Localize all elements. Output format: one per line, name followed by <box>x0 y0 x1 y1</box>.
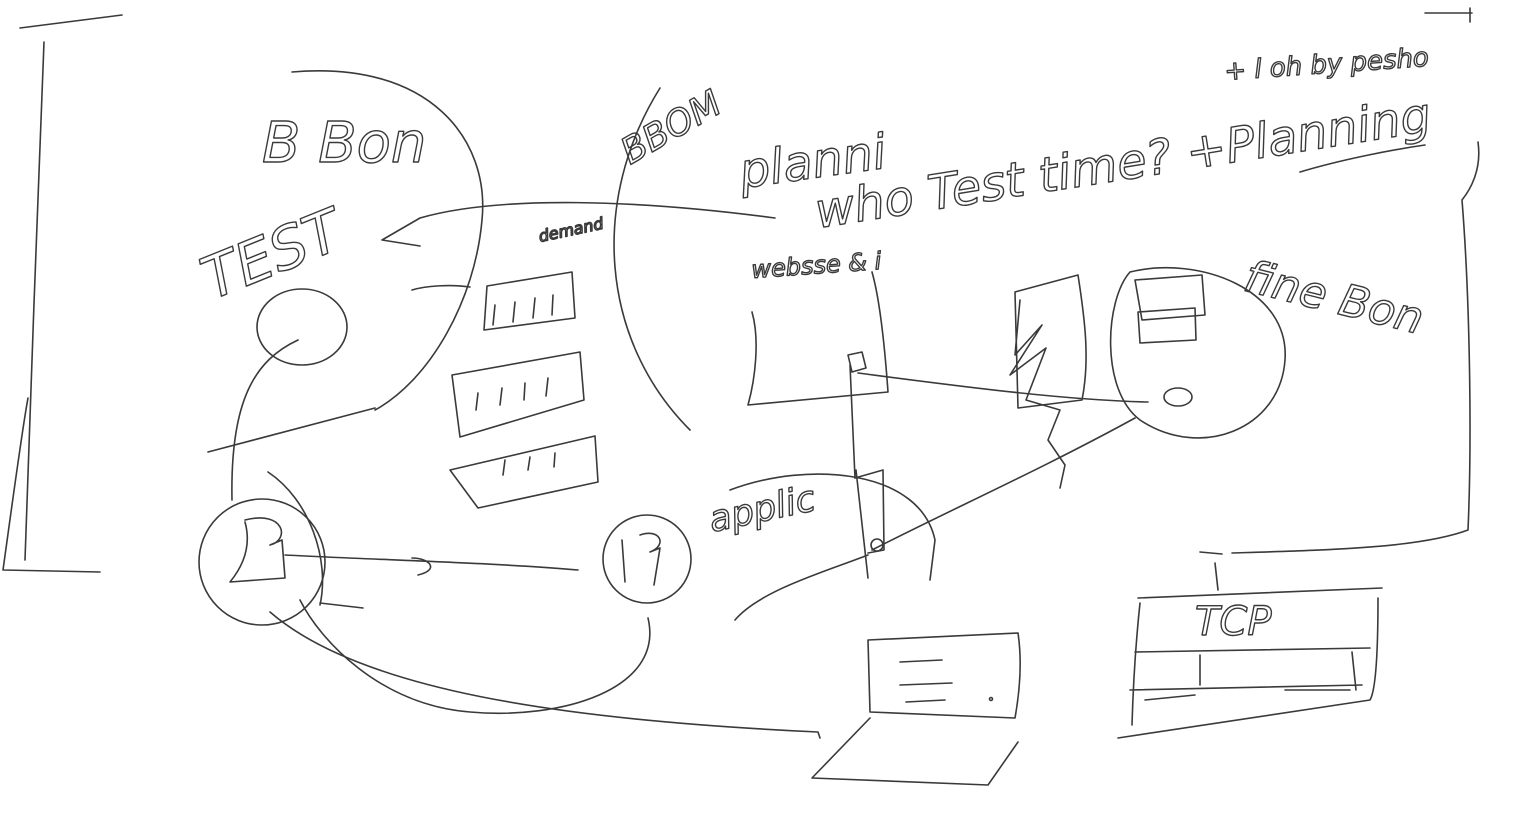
bottom-curve-2 <box>269 611 821 739</box>
label-bbom: BBOM <box>614 83 729 173</box>
laptop-base <box>811 717 1019 786</box>
label-websse: websse & i <box>750 247 882 284</box>
applic-region <box>729 473 936 621</box>
fine-bon-to-applic-line <box>871 417 1136 551</box>
middle-node-glyph <box>621 532 661 586</box>
sketch-strokes <box>2 7 1480 786</box>
bottom-curve-1 <box>299 599 651 715</box>
top-tick <box>1424 7 1473 23</box>
laptop-screen <box>867 632 1021 719</box>
left-bracket <box>2 14 123 573</box>
label-test: TEST <box>192 194 356 313</box>
laptop-screen-lines <box>899 659 953 703</box>
label-fine-bon: fine Bon <box>1239 251 1428 345</box>
test-to-node-line <box>231 339 299 501</box>
planni-box <box>747 271 889 406</box>
bbom-arc <box>613 87 691 431</box>
test-circle <box>256 288 348 366</box>
middle-node-circle <box>602 514 692 604</box>
left-node-circle <box>198 498 326 626</box>
test-arrow-upper <box>381 201 776 247</box>
stack-item-3 <box>449 435 599 509</box>
label-applic: applic <box>705 478 819 541</box>
label-tcp: TCP <box>1195 599 1272 645</box>
label-b-bon: B Bon <box>262 111 426 176</box>
label-who-test-time: who Test time? +Planning <box>811 87 1435 240</box>
handwritten-labels: B Bon BBOM TEST demand planni who Test t… <box>191 42 1435 646</box>
node-link-horizontal <box>284 554 579 571</box>
applic-box <box>854 469 885 554</box>
stack-item-1 <box>483 271 576 331</box>
vertical-stem <box>849 364 869 579</box>
fine-bon-device <box>1134 274 1206 344</box>
planning-underline <box>1299 144 1426 173</box>
fine-bon-port <box>1163 387 1193 407</box>
divider-line <box>207 407 376 453</box>
bottom-small-stroke <box>319 602 364 609</box>
stack-item-2 <box>451 351 585 438</box>
firewall-zigzag <box>1009 299 1066 489</box>
bon-region-arc <box>291 70 484 411</box>
firewall-box <box>1014 274 1087 409</box>
left-node-arc <box>267 471 324 606</box>
tcp-box <box>1117 587 1383 739</box>
laptop-dot <box>988 696 994 702</box>
label-demand: demand <box>537 213 606 245</box>
fine-bon-circle <box>1109 267 1286 439</box>
label-top-note: + l oh by pesho <box>1223 43 1429 87</box>
left-node-glyph <box>229 517 286 583</box>
link-midmarker <box>411 557 432 576</box>
planning-bracket <box>1199 141 1480 591</box>
link-to-firewall <box>857 372 1149 403</box>
planni-port <box>847 351 867 373</box>
test-arrow-lower <box>411 284 471 291</box>
